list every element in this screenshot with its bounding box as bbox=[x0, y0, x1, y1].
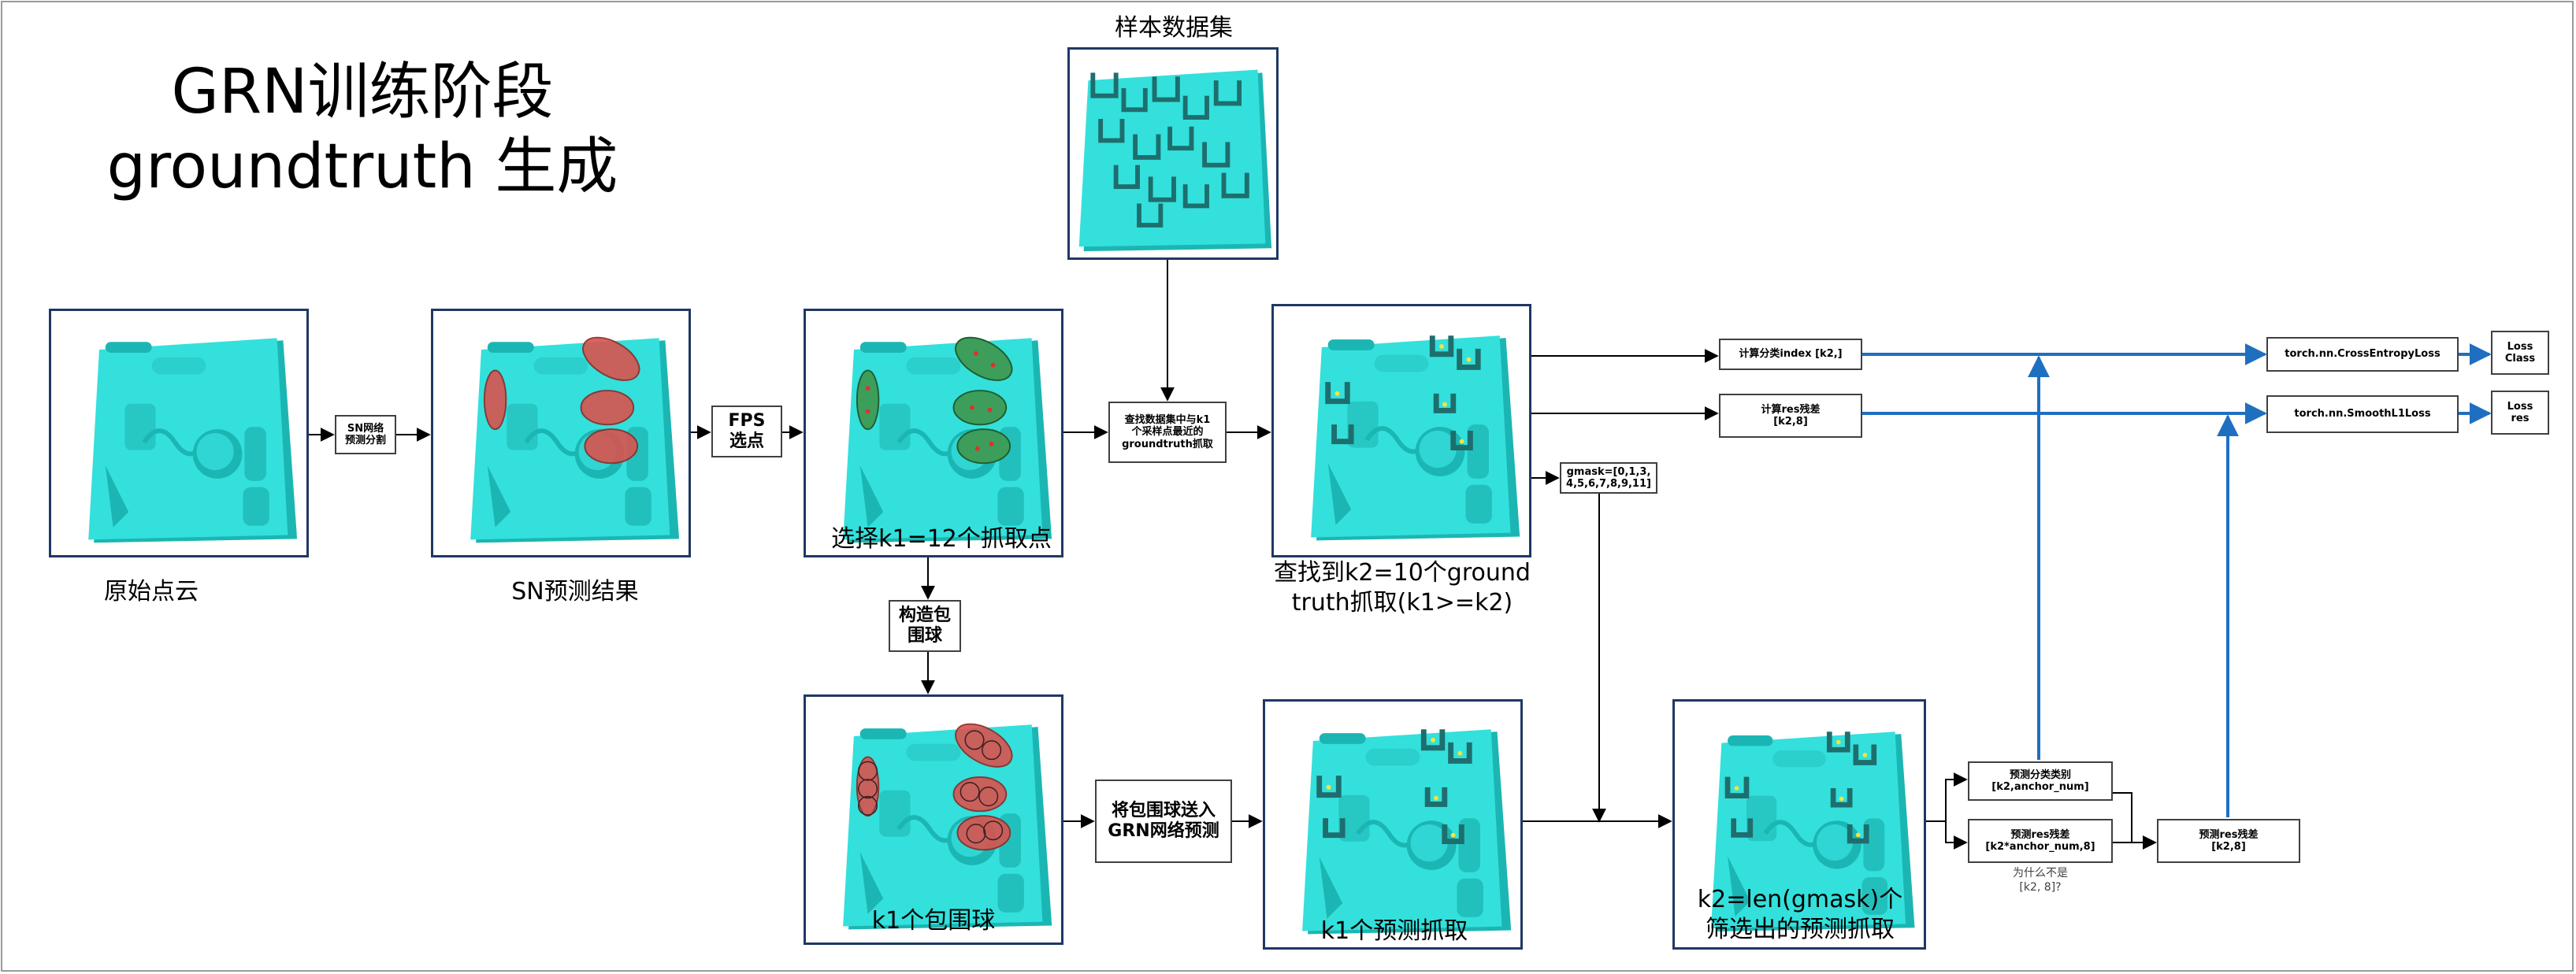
gmask-box: gmask=[0,1,3, 4,5,6,7,8,9,11] bbox=[1560, 462, 1657, 494]
raw-point-cloud-image bbox=[49, 309, 309, 557]
sn-segmentation-image bbox=[431, 309, 691, 557]
calc-res-box: 计算res残差 [k2,8] bbox=[1719, 394, 1862, 438]
caption-select-k1: 选择k1=12个抓取点 bbox=[831, 525, 1052, 553]
pred-class-box: 预测分类类别 [k2,anchor_num] bbox=[1968, 761, 2113, 801]
caption-found-k2: 查找到k2=10个ground truth抓取(k1>=k2) bbox=[1274, 559, 1531, 617]
title-line-2: groundtruth 生成 bbox=[106, 131, 618, 202]
arrow-filtered-to-pred-class bbox=[1926, 772, 1968, 822]
pred-res-k2-box: 预测res残差 [k2,8] bbox=[2157, 819, 2300, 863]
fps-sampling-box: FPS 选点 bbox=[711, 406, 782, 457]
lookup-groundtruth-box: 查找数据集中与k1 个采样点最近的 groundtruth抓取 bbox=[1108, 402, 1227, 463]
sn-segmentation-box: SN网络 预测分割 bbox=[335, 415, 396, 454]
caption-sample-dataset: 样本数据集 bbox=[1115, 14, 1233, 42]
build-sphere-box: 构造包 围球 bbox=[889, 600, 961, 652]
why-not-note: 为什么不是 [k2, 8]? bbox=[2013, 867, 2068, 894]
feed-grn-box: 将包围球送入 GRN网络预测 bbox=[1095, 780, 1232, 863]
title-line-1: GRN训练阶段 bbox=[171, 57, 554, 128]
caption-k1-spheres: k1个包围球 bbox=[871, 907, 996, 935]
caption-raw-cloud: 原始点云 bbox=[104, 578, 199, 606]
arrow-filtered-to-pred-res bbox=[1945, 821, 1968, 850]
calc-class-index-box: 计算分类index [k2,] bbox=[1719, 339, 1862, 370]
caption-k1-pred-grasps: k1个预测抓取 bbox=[1320, 917, 1468, 945]
bounding-spheres-image bbox=[804, 694, 1063, 945]
loss-class-box: Loss Class bbox=[2491, 331, 2549, 375]
smooth-l1-loss-box: torch.nn.SmoothL1Loss bbox=[2266, 395, 2459, 433]
sampled-points-image bbox=[804, 309, 1063, 557]
filtered-grasps-image bbox=[1672, 699, 1926, 950]
predicted-grasps-image bbox=[1263, 699, 1523, 950]
loss-res-box: Loss res bbox=[2491, 391, 2549, 435]
groundtruth-grasps-image bbox=[1271, 304, 1531, 557]
sample-dataset-image bbox=[1067, 47, 1279, 260]
arrow-pred-class-to-res-k2 bbox=[2113, 792, 2157, 850]
caption-sn-result: SN预测结果 bbox=[511, 578, 639, 606]
caption-k2-filtered: k2=len(gmask)个 筛选出的预测抓取 bbox=[1697, 886, 1903, 943]
pred-res-box: 预测res残差 [k2*anchor_num,8] bbox=[1968, 819, 2113, 863]
cross-entropy-loss-box: torch.nn.CrossEntropyLoss bbox=[2266, 337, 2459, 372]
